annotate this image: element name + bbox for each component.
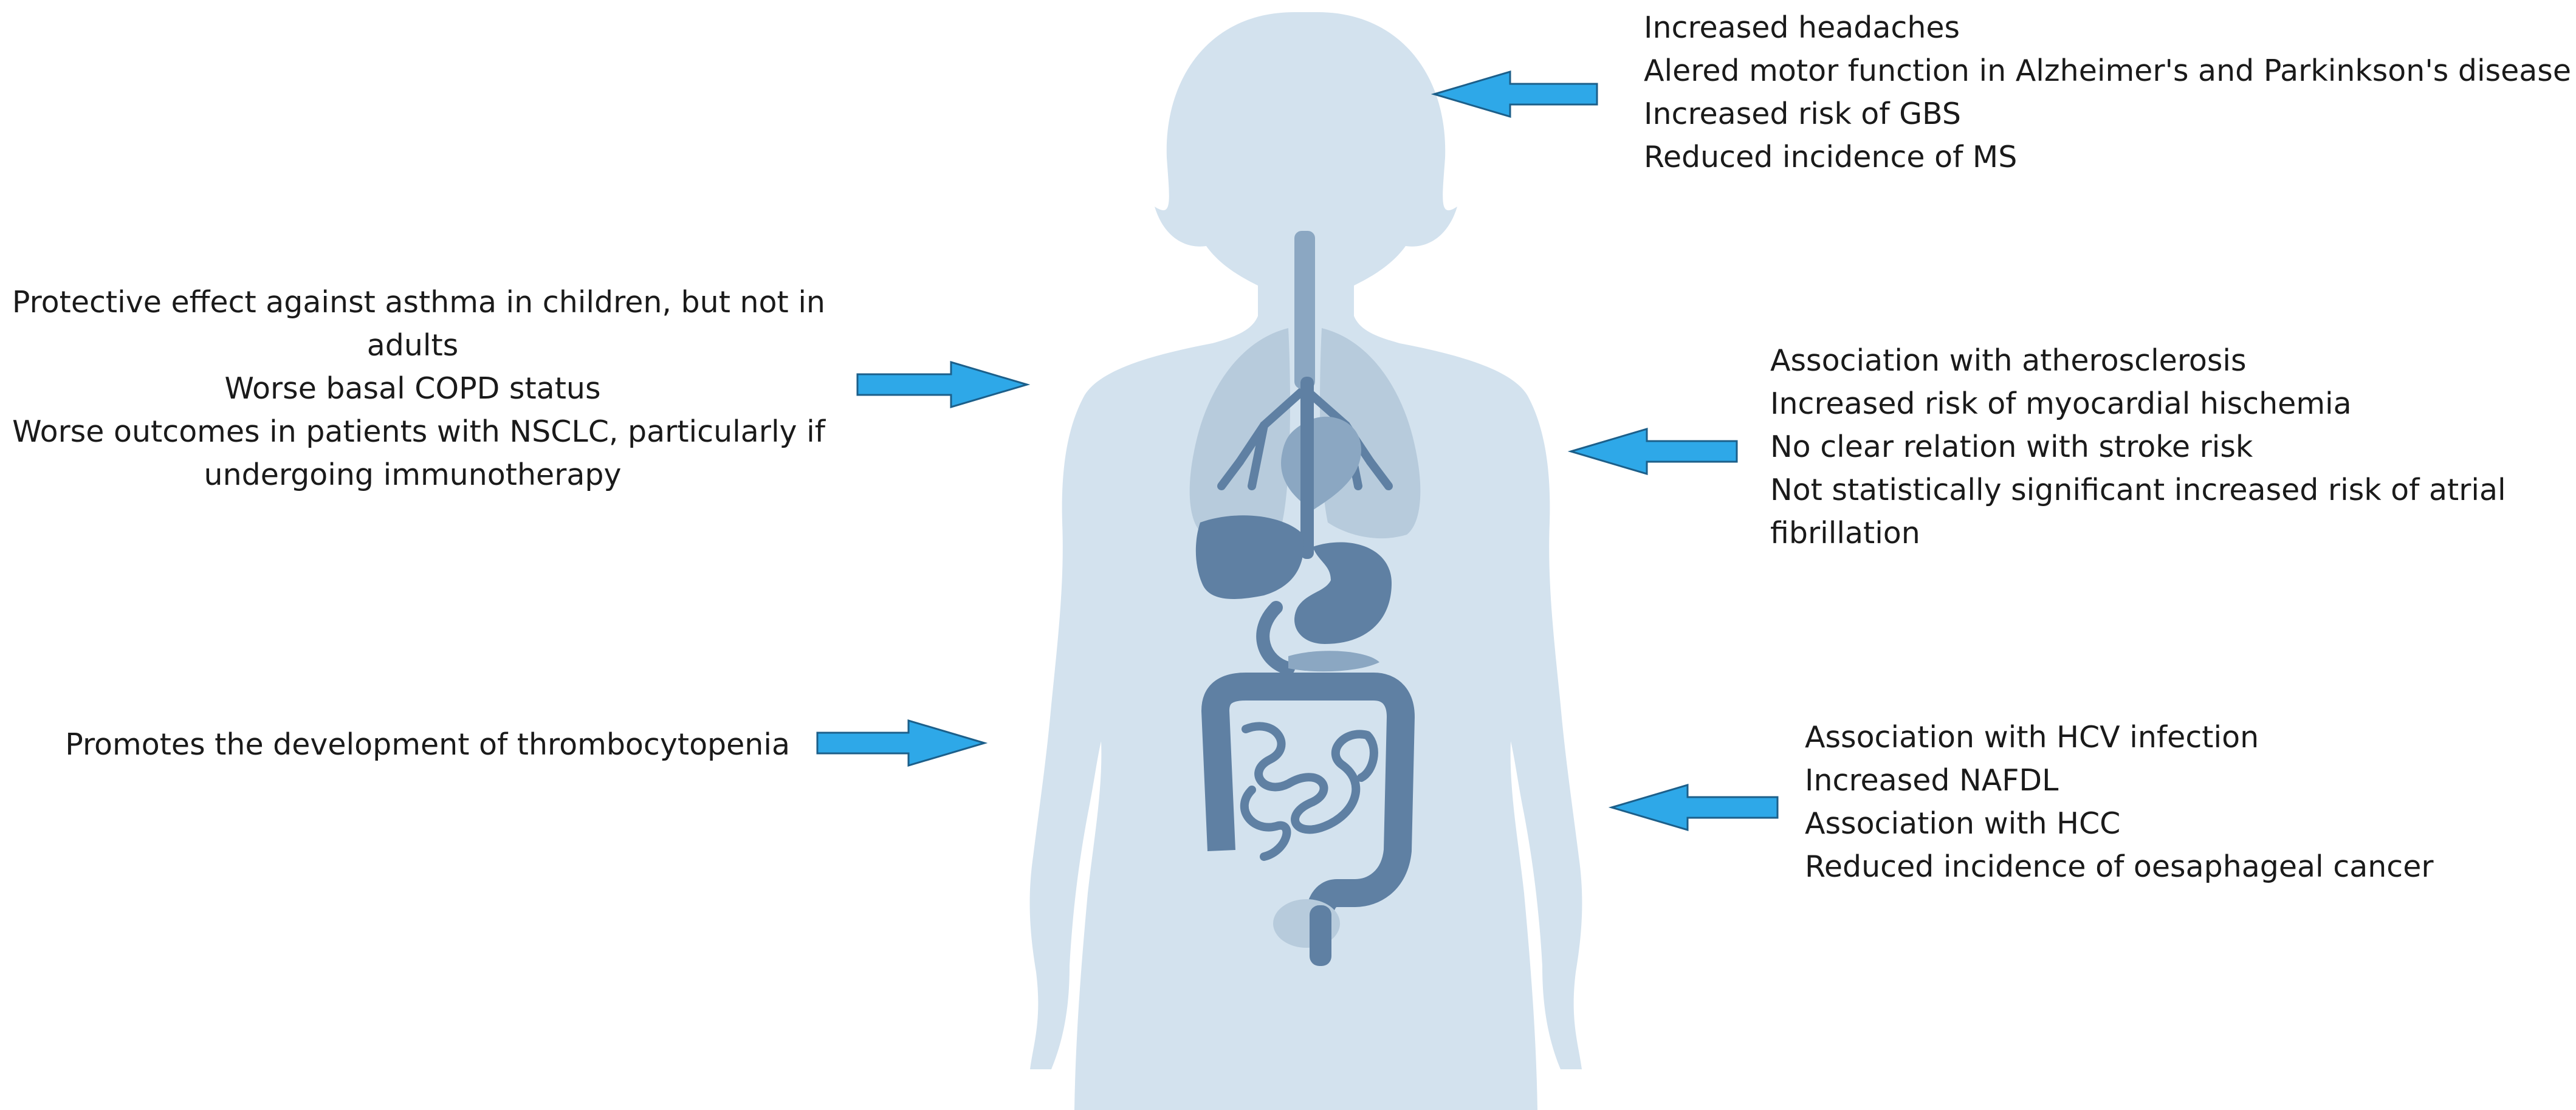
heart-effect-item: fibrillation (1770, 516, 1920, 550)
lungs-arrow-icon (856, 360, 1031, 409)
arrows (816, 70, 1779, 832)
pancreas (1288, 651, 1379, 672)
blood-effects-list: Promotes the development of thrombocytop… (0, 723, 790, 766)
blood-effect-item: Promotes the development of thrombocytop… (65, 727, 790, 762)
lung-effects-list: Protective effect against asthma in chil… (0, 281, 825, 496)
lung-effect-item: Worse outcomes in patients with NSCLC, p… (12, 414, 825, 449)
small-intestine (1242, 722, 1378, 834)
lung-effect-item: adults (366, 328, 459, 363)
gut-effects-list: Association with HCV infection Increased… (1805, 716, 2434, 888)
head-arrow-icon (1431, 70, 1598, 118)
heart-effect-item: Increased risk of myocardial hischemia (1770, 386, 2352, 421)
gut-effect-item: Association with HCC (1805, 806, 2121, 841)
heart-effects-list: Association with atherosclerosis Increas… (1770, 339, 2506, 555)
lung-effect-item: undergoing immunotherapy (204, 457, 622, 492)
right-lung (1320, 328, 1421, 539)
duodenum (1256, 601, 1295, 675)
gut-effect-item: Association with HCV infection (1805, 720, 2259, 755)
head-effect-item: Increased headaches (1644, 10, 1960, 45)
head-effect-item: Alered motor function in Alzheimer's and… (1644, 53, 2571, 88)
oesophagus (1300, 377, 1314, 559)
heart-effect-item: No clear relation with stroke risk (1770, 430, 2253, 464)
heart-arrow-icon (1567, 427, 1738, 476)
large-intestine (1201, 673, 1415, 924)
lung-effect-item: Worse basal COPD status (224, 371, 601, 406)
heart-effect-item: Association with atherosclerosis (1770, 343, 2247, 378)
gut-effect-item: Increased NAFDL (1805, 763, 2059, 798)
lung-effect-item: Protective effect against asthma in chil… (12, 285, 825, 320)
head-effect-item: Reduced incidence of MS (1644, 140, 2018, 174)
heart-effect-item: Not statistically significant increased … (1770, 473, 2506, 507)
organs (1189, 231, 1421, 966)
head-effects-list: Increased headaches Alered motor functio… (1644, 6, 2571, 179)
body-silhouette (1029, 12, 1582, 1110)
head-effect-item: Increased risk of GBS (1644, 97, 1961, 131)
gut-arrow-icon (1608, 783, 1779, 832)
left-lung (1189, 328, 1290, 539)
rectum (1310, 905, 1331, 966)
gut-effect-item: Reduced incidence of oesaphageal cancer (1805, 849, 2434, 884)
trachea (1294, 231, 1315, 389)
liver (1195, 515, 1304, 599)
stomach (1294, 542, 1392, 644)
blood-arrow-icon (816, 719, 988, 767)
